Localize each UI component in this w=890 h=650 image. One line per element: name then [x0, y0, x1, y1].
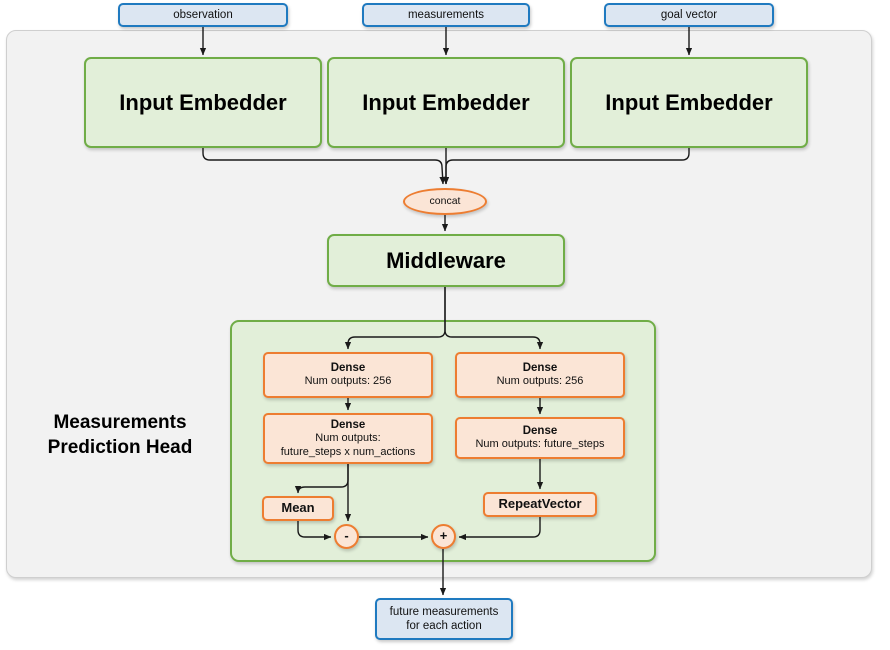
right-dense-256-outputs: Num outputs: 256 — [496, 375, 584, 388]
left-dense-fsna-outputs-label: Num outputs: — [315, 431, 381, 444]
left-dense-256-title: Dense — [330, 361, 366, 374]
repeat-vector-box[interactable]: RepeatVector — [483, 492, 597, 517]
concat-node[interactable]: concat — [403, 188, 487, 215]
right-dense-256[interactable]: Dense Num outputs: 256 — [455, 352, 625, 398]
add-operator-label: + — [439, 528, 448, 544]
left-dense-fsna-outputs-value: future_steps x num_actions — [280, 445, 416, 458]
output-box-future-measurements[interactable]: future measurements for each action — [375, 598, 513, 640]
subtract-operator[interactable]: - — [334, 524, 359, 549]
middleware-label: Middleware — [386, 247, 506, 273]
right-dense-fs-outputs: Num outputs: future_steps — [475, 438, 605, 451]
output-box-line-1: future measurements — [389, 605, 499, 618]
input-box-measurements-label: measurements — [407, 8, 485, 21]
add-operator[interactable]: + — [431, 524, 456, 549]
output-box-line-2: for each action — [406, 620, 482, 632]
left-dense-256-outputs: Num outputs: 256 — [304, 375, 392, 388]
right-dense-future-steps[interactable]: Dense Num outputs: future_steps — [455, 417, 625, 459]
input-box-observation[interactable]: observation — [118, 3, 288, 27]
repeat-vector-label: RepeatVector — [498, 496, 582, 512]
input-embedder-2[interactable]: Input Embedder — [327, 57, 565, 148]
input-box-measurements[interactable]: measurements — [362, 3, 530, 27]
left-dense-256[interactable]: Dense Num outputs: 256 — [263, 352, 433, 398]
right-dense-fs-title: Dense — [522, 424, 558, 437]
input-embedder-3-label: Input Embedder — [605, 89, 773, 115]
mean-label: Mean — [281, 500, 315, 516]
left-dense-fsna-title: Dense — [330, 418, 366, 431]
input-box-goal-vector-label: goal vector — [660, 8, 718, 21]
right-dense-256-title: Dense — [522, 361, 558, 374]
input-box-goal-vector[interactable]: goal vector — [604, 3, 774, 27]
mean-box[interactable]: Mean — [262, 496, 334, 521]
subtract-operator-label: - — [344, 528, 349, 544]
concat-label: concat — [429, 194, 461, 207]
input-embedder-2-label: Input Embedder — [362, 89, 530, 115]
input-box-observation-label: observation — [173, 8, 233, 21]
left-dense-future-steps-num-actions[interactable]: Dense Num outputs: future_steps x num_ac… — [263, 413, 433, 464]
middleware-box[interactable]: Middleware — [327, 234, 565, 287]
input-embedder-1-label: Input Embedder — [119, 89, 287, 115]
head-label-line-2: Prediction Head — [47, 436, 193, 458]
input-embedder-1[interactable]: Input Embedder — [84, 57, 322, 148]
head-label-line-1: Measurements — [53, 412, 187, 433]
input-embedder-3[interactable]: Input Embedder — [570, 57, 808, 148]
measurements-prediction-head-label: Measurements Prediction Head — [22, 411, 218, 460]
